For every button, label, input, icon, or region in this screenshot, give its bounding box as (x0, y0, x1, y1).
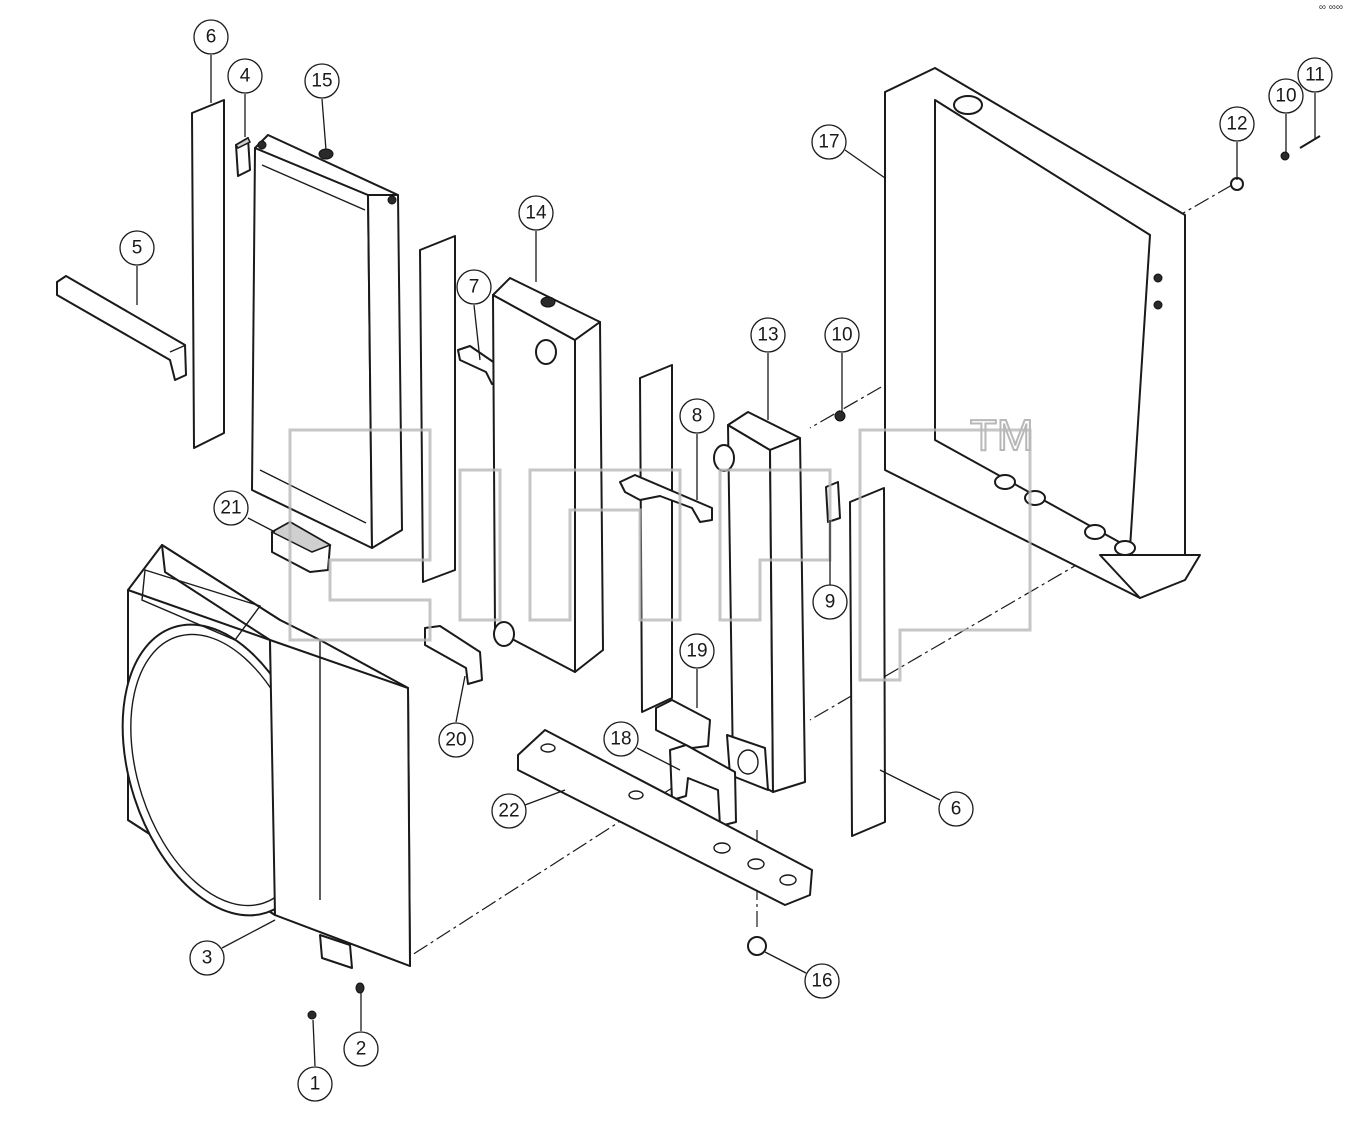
svg-text:18: 18 (610, 729, 631, 750)
corner-text: ∞ ∞∞ (1318, 2, 1343, 13)
callout-22: 22 (491, 793, 527, 829)
callout-21: 21 (213, 490, 249, 526)
seal-strip-part-8-9 (639, 364, 673, 713)
callout-20: 20 (438, 722, 474, 758)
callout-13: 13 (750, 317, 786, 353)
svg-text:9: 9 (825, 592, 836, 613)
svg-text:5: 5 (132, 238, 143, 259)
svg-text:10: 10 (1275, 86, 1296, 107)
block-part-19 (655, 699, 711, 749)
svg-text:16: 16 (811, 971, 832, 992)
svg-text:20: 20 (445, 730, 466, 751)
seal-strip-part-6-right (849, 487, 886, 837)
callout-1: 1 (297, 1066, 333, 1102)
svg-text:14: 14 (525, 203, 547, 224)
base-plate-part-22 (517, 729, 813, 906)
callout-6-bottom: 6 (938, 791, 974, 827)
callout-2: 2 (343, 1031, 379, 1067)
svg-text:3: 3 (202, 948, 213, 969)
callout-3: 3 (189, 940, 225, 976)
svg-text:1: 1 (310, 1074, 321, 1095)
svg-text:13: 13 (757, 325, 778, 346)
block-part-21 (270, 521, 332, 573)
bracket-part-5 (56, 275, 187, 381)
svg-text:6: 6 (951, 799, 962, 820)
callout-16: 16 (804, 963, 840, 999)
callout-15: 15 (304, 63, 340, 99)
bracket-part-20 (424, 625, 483, 685)
block-part-4 (234, 136, 252, 177)
callout-7: 7 (456, 269, 492, 305)
callout-6-top: 6 (193, 19, 229, 55)
watermark-trademark: TM (970, 411, 1034, 460)
watermark-logo: TM (288, 410, 1035, 682)
callout-11: 11 (1297, 57, 1333, 93)
callout-14: 14 (518, 195, 554, 231)
callout-10-right: 10 (1268, 78, 1304, 114)
svg-text:4: 4 (240, 66, 251, 87)
hardware-parts (307, 135, 1321, 1020)
svg-text:11: 11 (1305, 65, 1325, 86)
radiator-core-part-15 (251, 134, 403, 549)
charge-air-cooler-part-13 (713, 411, 806, 793)
svg-text:6: 6 (206, 27, 217, 48)
svg-text:8: 8 (692, 406, 703, 427)
callout-4: 4 (227, 58, 263, 94)
callout-10-middle: 10 (824, 317, 860, 353)
svg-text:7: 7 (469, 277, 480, 298)
svg-text:10: 10 (831, 325, 852, 346)
svg-text:21: 21 (220, 498, 241, 519)
svg-text:22: 22 (498, 801, 519, 822)
svg-text:2: 2 (356, 1039, 367, 1060)
callout-8: 8 (679, 398, 715, 434)
leader-lines (136, 55, 1316, 1067)
bracket-part-18 (669, 744, 737, 827)
block-part-9 (825, 481, 841, 523)
callout-19: 19 (679, 633, 715, 669)
callout-17: 17 (811, 124, 847, 160)
callout-12: 12 (1219, 106, 1255, 142)
seal-strip-part-6-left (191, 99, 225, 449)
bracket-part-8 (619, 474, 713, 523)
svg-text:17: 17 (818, 132, 839, 153)
svg-text:12: 12 (1226, 114, 1247, 135)
svg-text:15: 15 (311, 71, 332, 92)
callout-9: 9 (812, 584, 848, 620)
frame-part-17 (884, 67, 1201, 599)
callout-18: 18 (603, 721, 639, 757)
oil-cooler-part-14 (492, 277, 604, 673)
callout-5: 5 (119, 230, 155, 266)
svg-text:19: 19 (686, 641, 707, 662)
seal-strip-middle (419, 235, 456, 583)
fan-shroud-part-3 (121, 544, 411, 969)
